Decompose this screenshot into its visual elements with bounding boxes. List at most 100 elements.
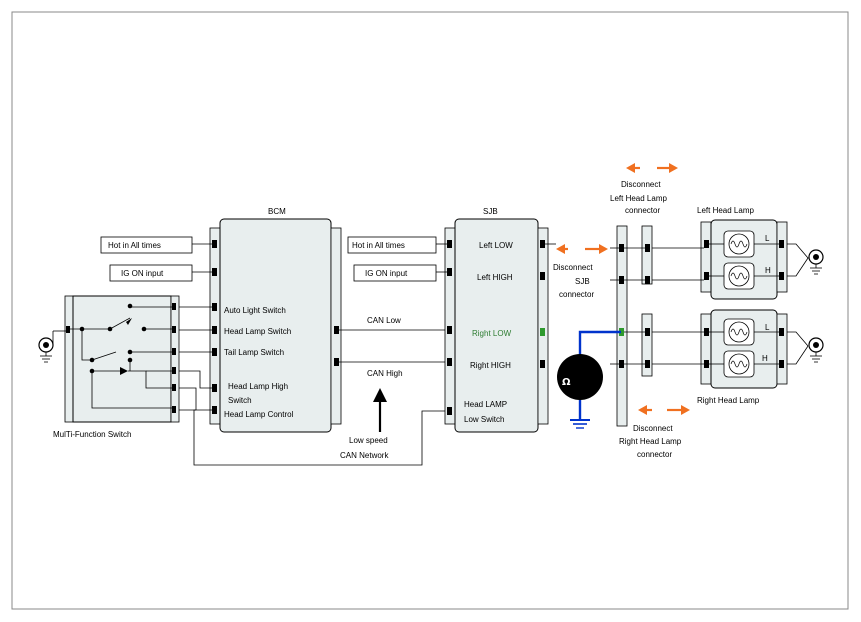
sjb-right-rail <box>537 227 549 425</box>
sjb-connector-line2: SJB <box>575 277 590 286</box>
mfs-wire <box>91 371 172 409</box>
connector-pin <box>645 244 650 252</box>
mfs-pin <box>172 303 176 310</box>
sjb-pin-low-switch: Low Switch <box>464 415 504 424</box>
sjb-pin-left-low: Left LOW <box>479 241 513 250</box>
bcm-pin-head-lamp-control: Head Lamp Control <box>224 410 294 419</box>
bcm-pin-head-lamp-high: Head Lamp High <box>228 382 288 391</box>
can-network-line2: CAN Network <box>340 451 389 460</box>
sjb-title: SJB <box>483 207 498 216</box>
mfs-right-rail <box>170 295 180 423</box>
connector-pin <box>619 244 624 252</box>
contact-dot <box>107 326 113 332</box>
can-network-line1: Low speed <box>349 436 388 445</box>
sjb-pin <box>447 407 452 415</box>
disconnect-sjb-arrow-icon <box>556 244 608 254</box>
connector-pin <box>619 360 624 368</box>
sjb-right-low-pin <box>540 328 545 336</box>
sjb-pin <box>540 360 545 368</box>
contact-dot <box>127 357 133 363</box>
connector-pin <box>645 276 650 284</box>
sjb-ig-input-box <box>353 264 437 282</box>
right-lamp-low-label: L <box>765 323 770 332</box>
connector-pin <box>645 360 650 368</box>
left-lamp-title: Left Head Lamp <box>697 206 754 215</box>
sjb-pin <box>447 326 452 334</box>
left-lamp-connector-line3: connector <box>625 206 660 215</box>
mfs-ground-pin <box>66 326 70 333</box>
mfs-left-rail <box>64 295 74 423</box>
bcm-pin <box>212 240 217 248</box>
sjb-pin-right-high: Right HIGH <box>470 361 511 370</box>
bcm-pin <box>212 348 217 356</box>
bcm-hot-input: Hot in All times <box>108 241 161 250</box>
sjb-ig-input: IG ON input <box>365 269 408 278</box>
bcm-pin <box>334 326 339 334</box>
left-lamp-connector-line1: Disconnect <box>621 180 661 189</box>
connector-right-low-pin <box>619 328 624 336</box>
sjb-pin <box>540 272 545 280</box>
right-lamp-high-label: H <box>762 354 768 363</box>
bcm-pin-switch: Switch <box>228 396 252 405</box>
diagram-frame <box>11 11 849 610</box>
mfs-wire <box>81 329 92 361</box>
ground-icon <box>808 249 824 275</box>
mfs-wire <box>128 370 172 389</box>
contact-dot <box>89 368 95 374</box>
bcm-title: BCM <box>268 207 286 216</box>
disconnect-left-lamp-arrow-icon <box>626 163 678 173</box>
lamp-connector-rail-b-lower <box>641 313 653 377</box>
right-lamp-connector-line3: connector <box>637 450 672 459</box>
sjb-pin-left-high: Left HIGH <box>477 273 513 282</box>
bcm-pin <box>212 406 217 414</box>
switch-arrow-icon <box>126 318 132 325</box>
sjb-pin <box>447 358 452 366</box>
connector-pin <box>645 328 650 336</box>
mfs-pin <box>172 367 176 374</box>
up-arrow-icon <box>373 388 387 432</box>
left-lamp-high-label: H <box>765 266 771 275</box>
bcm-pin <box>212 326 217 334</box>
sjb-pin <box>447 268 452 276</box>
contact-dot <box>127 303 133 309</box>
multi-function-switch <box>64 295 180 423</box>
sjb-pin <box>540 240 545 248</box>
bcm-ig-input-box <box>109 264 193 282</box>
bcm-ig-input: IG ON input <box>121 269 164 278</box>
sjb-pin-right-low: Right LOW <box>472 329 512 338</box>
left-lamp-connector-line2: Left Head Lamp <box>610 194 667 203</box>
right-head-lamp <box>652 309 809 389</box>
mfs-pin <box>172 406 176 413</box>
mfs-body <box>72 295 172 423</box>
bcm-hot-input-box <box>100 236 193 254</box>
ground-icon <box>38 330 66 363</box>
left-head-lamp <box>652 219 809 300</box>
meter-body <box>557 354 603 400</box>
right-lamp-connector-line1: Disconnect <box>633 424 673 433</box>
bcm-pin <box>334 358 339 366</box>
right-lamp-title: Right Head Lamp <box>697 396 760 405</box>
left-lamp-low-label: L <box>765 234 770 243</box>
bcm-pin-auto-light: Auto Light Switch <box>224 306 286 315</box>
right-lamp-connector-line2: Right Head Lamp <box>619 437 682 446</box>
ground-icon <box>808 337 824 363</box>
mfs-pin <box>172 384 176 391</box>
wire <box>179 387 212 411</box>
contact-dot <box>127 349 133 355</box>
mfs-wire <box>109 317 131 330</box>
head-lamp-control-wire <box>193 409 448 466</box>
contact-dot <box>79 326 85 332</box>
disconnect-right-lamp-arrow-icon <box>638 405 690 415</box>
can-low-label: CAN Low <box>367 316 401 325</box>
probe-wire-positive <box>578 330 621 357</box>
lamp-connector-rail-a <box>616 225 628 427</box>
bcm-pin-tail-lamp: Tail Lamp Switch <box>224 348 284 357</box>
bcm-pin <box>212 384 217 392</box>
sjb-hot-input: Hot in All times <box>352 241 405 250</box>
sjb-connector-line1: Disconnect <box>553 263 593 272</box>
diode-icon <box>120 367 128 375</box>
lamp-connector-rail-b-upper <box>641 225 653 285</box>
ohm-symbol: Ω <box>562 377 571 388</box>
mfs-label: MulTi-Function Switch <box>53 430 131 439</box>
